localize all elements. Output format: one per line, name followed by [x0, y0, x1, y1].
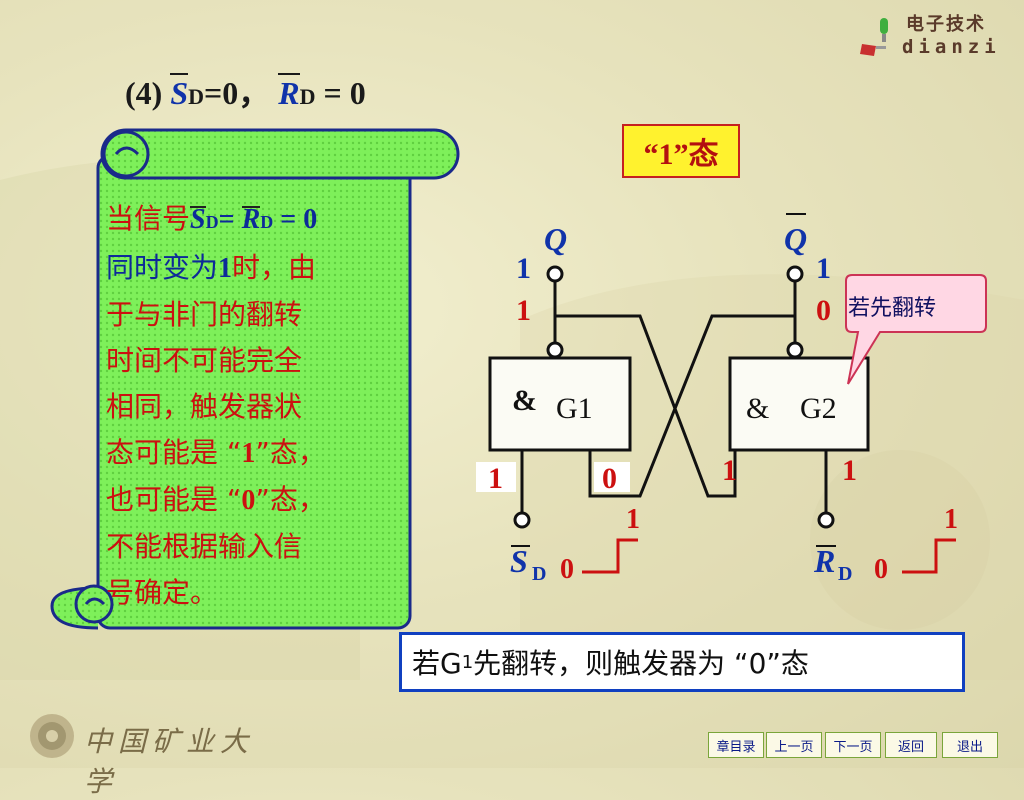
- school-name: 中国矿业大学: [84, 725, 255, 798]
- title-prefix: (4): [125, 75, 163, 111]
- scroll-line-6: 态可能是 “1”态，: [106, 430, 406, 477]
- scroll-equal-zero: = 0: [273, 204, 318, 235]
- title-r-letter: R: [278, 75, 300, 111]
- note-rest: 先翻转，则触发器为 “0”态: [473, 647, 809, 680]
- scroll-line-4: 时间不可能完全: [106, 344, 303, 377]
- scroll-line-5: 相同，触发器状: [106, 390, 303, 423]
- brand-name-cn: 电子技术: [906, 14, 986, 35]
- state-label-box: “1”态: [622, 124, 740, 178]
- scroll-shape: [50, 128, 460, 630]
- scroll-r-letter: R: [241, 204, 261, 235]
- scroll-line-9: 号确定。: [106, 576, 219, 609]
- title-s-sub: D: [188, 84, 204, 109]
- note-prefix: 若G: [412, 647, 462, 680]
- title-s-value: =0，: [204, 75, 271, 111]
- scroll-line-2: 同时变为1时，由: [106, 245, 406, 292]
- nav-back-button[interactable]: 返回: [885, 732, 937, 758]
- nav-chapter-index-button[interactable]: 章目录: [708, 732, 764, 758]
- scroll-line-2-blue: 同时变为: [106, 251, 219, 284]
- scroll-line-1-prefix: 当信号: [106, 202, 191, 235]
- scroll-line-1: 当信号SD= RD = 0: [106, 196, 406, 245]
- page-title: (4) SD=0， RD = 0: [125, 68, 366, 114]
- scroll-line-6-post: ”态，: [255, 436, 326, 469]
- scroll-line-7: 也可能是 “0”态，: [106, 477, 406, 524]
- scroll-line-3: 于与非门的翻转: [106, 298, 303, 331]
- title-r-sub: D: [299, 84, 316, 109]
- scroll-r-sub: D: [260, 212, 274, 232]
- scroll-line-7-post: ”态，: [255, 483, 326, 516]
- scroll-line-6-num: 1: [241, 438, 256, 469]
- title-r-value: = 0: [315, 75, 366, 111]
- brand-name-en: dianzi: [902, 36, 1001, 58]
- scroll-line-7-num: 0: [241, 485, 256, 516]
- scroll-equal: =: [218, 204, 242, 235]
- scroll-line-7-pre: 也可能是 “: [106, 483, 242, 516]
- nav-next-page-button[interactable]: 下一页: [825, 732, 881, 758]
- scroll-explanation: 当信号SD= RD = 0 同时变为1时，由 于与非门的翻转 时间不可能完全 相…: [106, 196, 406, 616]
- scroll-s-letter: S: [190, 204, 206, 235]
- note-sub: 1: [461, 651, 474, 673]
- scroll-line-2-num: 1: [218, 253, 233, 284]
- nav-prev-page-button[interactable]: 上一页: [766, 732, 822, 758]
- scroll-s-sub: D: [205, 212, 219, 232]
- school-logo: 中国矿业大学: [26, 710, 286, 798]
- nav-exit-button[interactable]: 退出: [942, 732, 998, 758]
- title-s-letter: S: [170, 75, 189, 111]
- scroll-line-2-rest: 时，由: [232, 251, 317, 284]
- led-icon: [860, 18, 888, 56]
- brand-logo: 电子技术 dianzi: [858, 8, 1008, 60]
- callout-text: 若先翻转: [848, 296, 937, 321]
- scroll-line-6-pre: 态可能是 “: [106, 436, 242, 469]
- school-emblem-icon: [30, 714, 74, 758]
- scroll-line-8: 不能根据输入信: [106, 530, 303, 563]
